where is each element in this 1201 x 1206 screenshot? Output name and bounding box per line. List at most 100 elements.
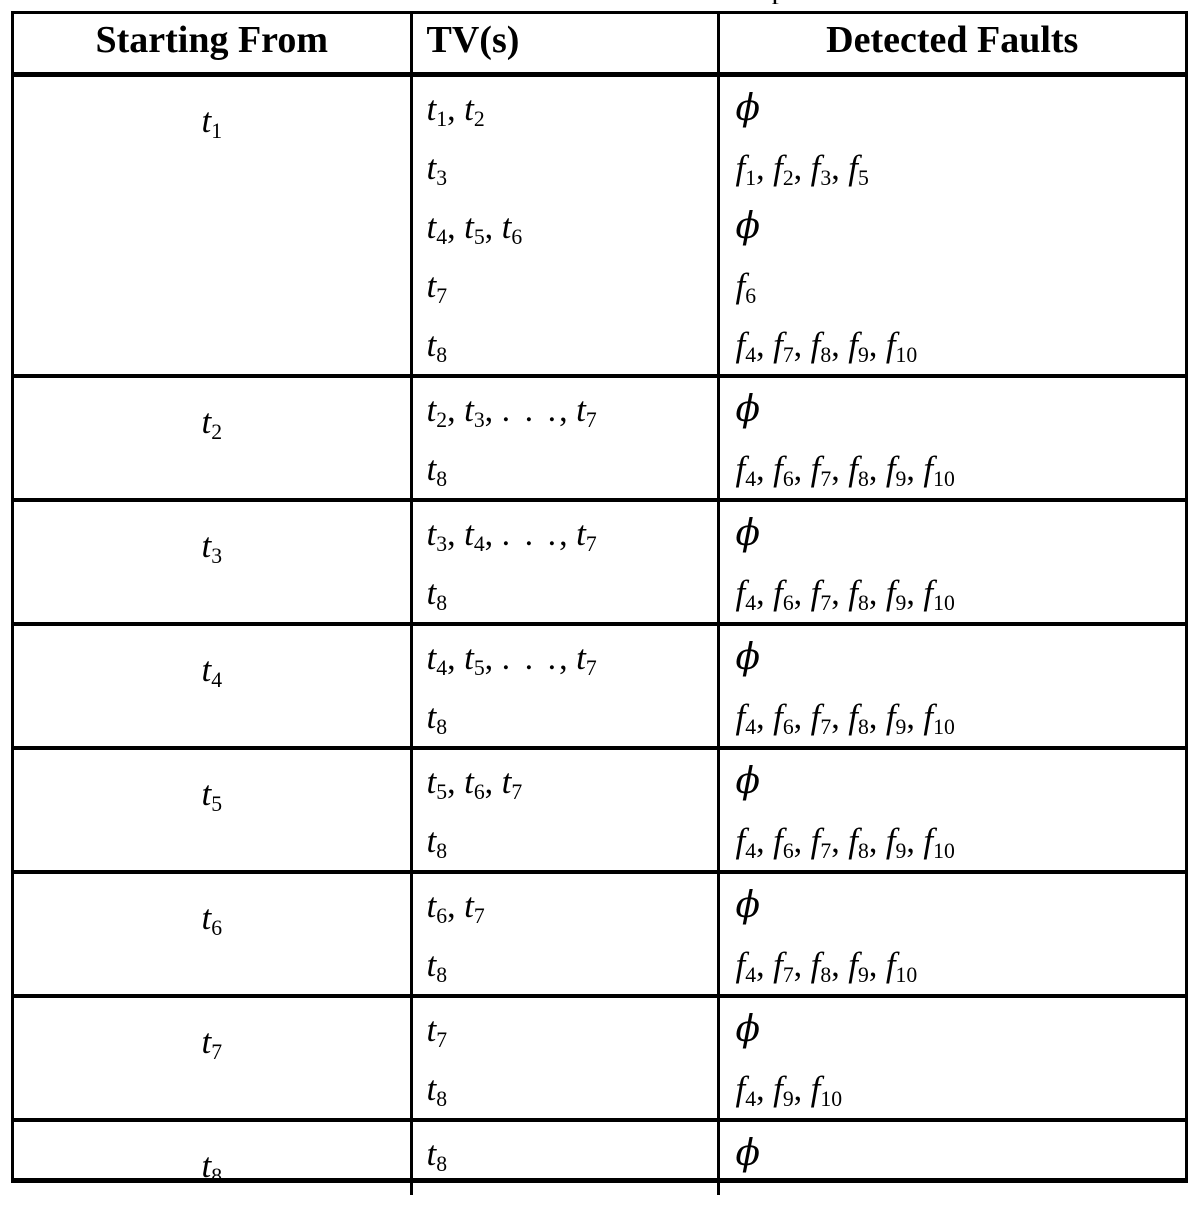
cell-detected-faults: ϕ f4, f6, f7, f8, f9, f10: [718, 746, 1186, 872]
faults-line: f4, f6, f7, f8, f9, f10: [735, 821, 955, 864]
symbol-t8: t8: [426, 449, 448, 492]
faults-line: ϕ: [736, 77, 1186, 138]
symbol-f7: f7: [773, 325, 794, 368]
faults-line: f4, f7, f8, f9, f10: [735, 325, 918, 368]
symbol-t7: t7: [576, 638, 597, 681]
symbol-f10: f10: [923, 573, 955, 616]
ellipsis: . . .: [501, 640, 560, 677]
tv-line: t7: [427, 256, 717, 315]
table-group-t8: t8 t8 ϕ: [14, 1118, 1185, 1195]
symbol-f2: f2: [773, 148, 794, 191]
symbol-f9: f9: [885, 821, 907, 864]
cell-starting-from: t3: [14, 498, 413, 624]
symbol-t8: t8: [201, 1146, 223, 1189]
symbol-t5: t5: [464, 638, 485, 681]
column-header-starting-from: Starting From: [14, 14, 413, 77]
cell-tvs: t8: [411, 1118, 720, 1195]
symbol-f10: f10: [923, 821, 955, 864]
empty-set-symbol: ϕ: [735, 206, 761, 247]
cell-tvs: t4, t5, . . ., t7 t8: [411, 622, 720, 748]
symbol-f6: f6: [735, 266, 757, 309]
symbol-t3: t3: [426, 148, 448, 191]
cell-detected-faults: ϕ f4, f6, f7, f8, f9, f10: [718, 498, 1186, 624]
faults-line: f4, f9, f10: [735, 1069, 843, 1112]
symbol-t5: t5: [201, 774, 223, 817]
symbol-t2: t2: [464, 89, 485, 132]
symbol-f9: f9: [848, 325, 869, 368]
empty-set-symbol: ϕ: [735, 389, 761, 430]
symbol-t8: t8: [426, 697, 448, 740]
symbol-t1: t1: [201, 101, 223, 144]
column-header-detected-faults: Detected Faults: [718, 14, 1185, 77]
symbol-t4: t4: [464, 514, 485, 557]
symbol-t5: t5: [426, 762, 448, 805]
symbol-f6: f6: [773, 449, 794, 492]
faults-line: ϕ: [736, 998, 1186, 1059]
symbol-t4: t4: [201, 650, 223, 693]
tv-line: t8: [427, 439, 717, 498]
symbol-f9: f9: [773, 1069, 794, 1112]
symbol-t6: t6: [501, 207, 523, 250]
empty-set-symbol: ϕ: [735, 885, 761, 926]
tv-line: t8: [427, 563, 717, 622]
symbol-f4: f4: [735, 449, 757, 492]
empty-set-symbol: ϕ: [735, 1133, 761, 1174]
faults-line: f4, f6, f7, f8, f9, f10: [735, 573, 955, 616]
symbol-f6: f6: [773, 821, 794, 864]
symbol-f10: f10: [923, 697, 955, 740]
symbol-t3: t3: [201, 526, 223, 569]
faults-line: f6: [736, 256, 1186, 315]
faults-line: ϕ: [736, 502, 1186, 563]
cell-starting-from: t6: [14, 870, 413, 996]
faults-line: f4, f6, f7, f8, f9, f10: [735, 449, 955, 492]
cell-detected-faults: ϕ f4, f6, f7, f8, f9, f10: [718, 374, 1185, 500]
faults-line: ϕ: [736, 750, 1186, 811]
symbol-f4: f4: [735, 325, 757, 368]
symbol-t7: t7: [576, 390, 597, 433]
symbol-f8: f8: [848, 449, 869, 492]
table-header-row: Starting From TV(s) Detected Faults: [14, 14, 1185, 77]
symbol-f10: f10: [885, 325, 918, 368]
table-row: t8 t8 ϕ: [14, 1118, 1185, 1195]
tv-line: t1, t2: [426, 89, 485, 132]
symbol-f8: f8: [848, 697, 869, 740]
faults-line: ϕ: [736, 197, 1186, 256]
symbol-t6: t6: [426, 886, 448, 929]
symbol-t3: t3: [426, 514, 448, 557]
symbol-f7: f7: [810, 821, 832, 864]
symbol-f9: f9: [885, 449, 907, 492]
symbol-t7: t7: [426, 266, 448, 309]
symbol-f3: f3: [810, 148, 832, 191]
fault-detection-table: Starting From TV(s) Detected Faults t1 t1…: [11, 11, 1188, 1195]
symbol-f10: f10: [885, 945, 918, 988]
symbol-f6: f6: [773, 573, 794, 616]
tv-line: t7: [427, 998, 717, 1059]
symbol-t2: t2: [426, 390, 448, 433]
symbol-f8: f8: [810, 945, 832, 988]
ellipsis: . . .: [501, 516, 560, 553]
symbol-t3: t3: [464, 390, 485, 433]
tv-line: t8: [427, 935, 717, 994]
tv-line: t4, t5, . . ., t7: [426, 638, 597, 681]
tv-line: t4, t5, t6: [426, 207, 523, 250]
symbol-f1: f1: [735, 148, 757, 191]
tv-line: t8: [427, 1059, 717, 1118]
symbol-t7: t7: [426, 1010, 448, 1053]
table-head: Starting From TV(s) Detected Faults: [14, 14, 1185, 77]
symbol-f7: f7: [810, 697, 832, 740]
empty-set-symbol: ϕ: [735, 1009, 761, 1050]
symbol-f8: f8: [848, 821, 869, 864]
symbol-f6: f6: [773, 697, 794, 740]
empty-set-symbol: ϕ: [735, 761, 761, 802]
faults-line: f4, f6, f7, f8, f9, f10: [735, 697, 955, 740]
